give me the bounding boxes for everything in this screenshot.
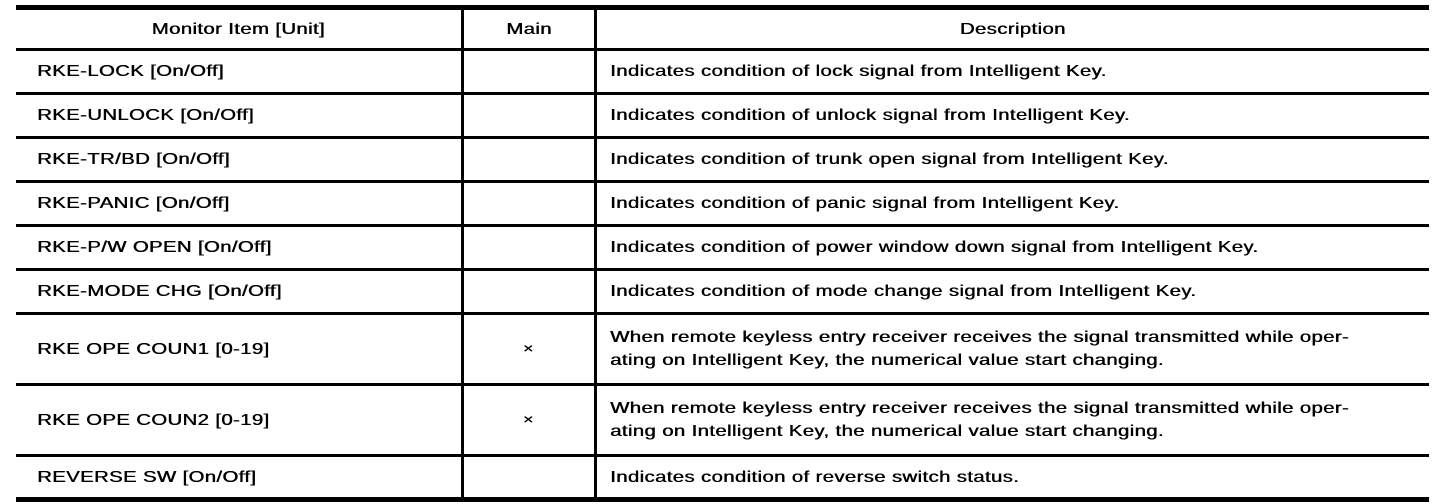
table-row: RKE OPE COUN2 [0-19] × When remote keyle… xyxy=(16,384,1429,456)
table-header-row: Monitor Item [Unit] Main Description xyxy=(16,7,1429,50)
description-cell: Indicates condition of power window down… xyxy=(595,226,1429,270)
monitor-item-text: RKE-PANIC [On/Off] xyxy=(37,195,230,212)
monitor-item-cell: RKE-UNLOCK [On/Off] xyxy=(16,93,464,138)
table-row: RKE-TR/BD [On/Off] Indicates condition o… xyxy=(16,137,1429,182)
main-cell xyxy=(462,269,597,314)
table-row: REVERSE SW [On/Off] Indicates condition … xyxy=(16,455,1429,500)
main-cell xyxy=(462,93,597,138)
main-cell xyxy=(462,225,597,270)
monitor-item-text: RKE-TR/BD [On/Off] xyxy=(37,151,230,168)
column-header-main-label: Main xyxy=(505,20,552,38)
description-text: Indicates condition of trunk open signal… xyxy=(609,151,1169,168)
description-cell: Indicates condition of unlock signal fro… xyxy=(595,94,1429,138)
monitor-item-cell: RKE-PANIC [On/Off] xyxy=(16,181,464,226)
description-text: Indicates condition of reverse switch st… xyxy=(609,468,1019,486)
column-header-monitor-item-label: Monitor Item [Unit] xyxy=(151,20,325,38)
monitor-item-text: RKE OPE COUN1 [0-19] xyxy=(37,340,270,358)
description-cell: When remote keyless entry receiver recei… xyxy=(595,314,1429,385)
description-text: Indicates condition of panic signal from… xyxy=(609,195,1119,212)
monitor-item-cell: RKE-TR/BD [On/Off] xyxy=(16,137,464,182)
description-text: Indicates condition of power window down… xyxy=(609,239,1258,256)
main-cell xyxy=(462,137,597,182)
main-cell: × xyxy=(462,313,597,385)
description-text: When remote keyless entry receiver recei… xyxy=(609,329,1349,369)
description-text: Indicates condition of mode change signa… xyxy=(609,283,1196,300)
description-text: When remote keyless entry receiver recei… xyxy=(609,400,1349,440)
monitor-item-cell: REVERSE SW [On/Off] xyxy=(16,455,464,500)
description-cell: Indicates condition of lock signal from … xyxy=(595,50,1429,94)
table-row: RKE-PANIC [On/Off] Indicates condition o… xyxy=(16,181,1429,226)
description-cell: Indicates condition of panic signal from… xyxy=(595,182,1429,226)
main-cell: × xyxy=(462,384,597,456)
table-row: RKE-P/W OPEN [On/Off] Indicates conditio… xyxy=(16,225,1429,270)
monitor-table-body: RKE-LOCK [On/Off] Indicates condition of… xyxy=(16,49,1429,500)
column-header-description: Description xyxy=(595,8,1429,50)
table-row: RKE OPE COUN1 [0-19] × When remote keyle… xyxy=(16,313,1429,385)
description-text: Indicates condition of lock signal from … xyxy=(609,63,1106,80)
monitor-item-text: RKE-P/W OPEN [On/Off] xyxy=(37,239,272,256)
main-cell xyxy=(462,181,597,226)
column-header-description-label: Description xyxy=(959,20,1066,38)
monitor-item-text: RKE-UNLOCK [On/Off] xyxy=(37,107,254,124)
monitor-item-cell: RKE OPE COUN1 [0-19] xyxy=(16,313,464,385)
monitor-item-text: REVERSE SW [On/Off] xyxy=(37,468,257,486)
main-cell xyxy=(462,455,597,500)
monitor-item-text: RKE OPE COUN2 [0-19] xyxy=(37,411,270,429)
monitor-item-text: RKE-MODE CHG [On/Off] xyxy=(37,283,282,300)
table-row: RKE-MODE CHG [On/Off] Indicates conditio… xyxy=(16,269,1429,314)
column-header-main: Main xyxy=(462,7,597,50)
monitor-item-text: RKE-LOCK [On/Off] xyxy=(37,63,224,80)
main-cell xyxy=(462,49,597,94)
monitor-item-cell: RKE-MODE CHG [On/Off] xyxy=(16,269,464,314)
description-cell: Indicates condition of trunk open signal… xyxy=(595,138,1429,182)
monitor-item-cell: RKE-LOCK [On/Off] xyxy=(16,49,464,94)
monitor-item-table: Monitor Item [Unit] Main Description RKE… xyxy=(16,5,1429,502)
table-row: RKE-LOCK [On/Off] Indicates condition of… xyxy=(16,49,1429,94)
main-mark-text: × xyxy=(523,411,534,427)
description-cell: Indicates condition of mode change signa… xyxy=(595,270,1429,314)
monitor-item-cell: RKE OPE COUN2 [0-19] xyxy=(16,384,464,456)
table-row: RKE-UNLOCK [On/Off] Indicates condition … xyxy=(16,93,1429,138)
description-text: Indicates condition of unlock signal fro… xyxy=(609,107,1130,124)
monitor-item-cell: RKE-P/W OPEN [On/Off] xyxy=(16,225,464,270)
description-cell: Indicates condition of reverse switch st… xyxy=(595,456,1429,500)
column-header-monitor-item: Monitor Item [Unit] xyxy=(16,7,464,50)
main-mark-text: × xyxy=(523,340,534,356)
description-cell: When remote keyless entry receiver recei… xyxy=(595,385,1429,456)
